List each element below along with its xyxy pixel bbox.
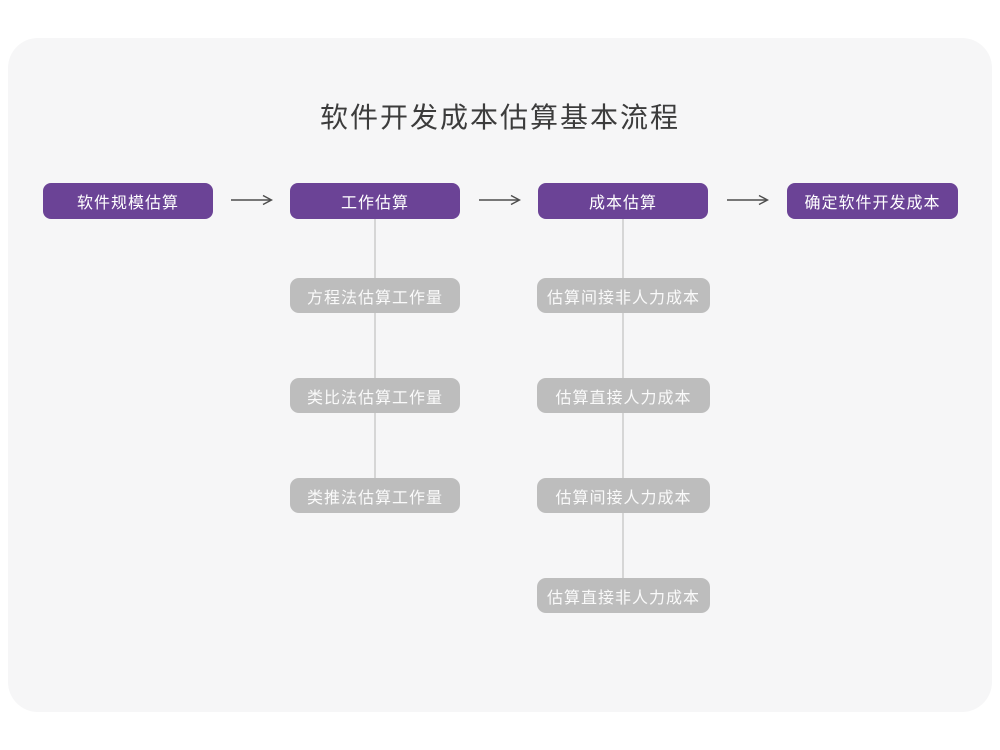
step-software-scale-estimation: 软件规模估算 <box>43 183 213 219</box>
arrow-right-icon <box>479 194 521 206</box>
method-equation-workload: 方程法估算工作量 <box>290 278 460 313</box>
step-determine-development-cost: 确定软件开发成本 <box>787 183 958 219</box>
diagram-card <box>8 38 992 712</box>
arrow-right-icon <box>231 194 273 206</box>
method-indirect-labor-cost: 估算间接人力成本 <box>537 478 710 513</box>
method-analogy-workload: 类比法估算工作量 <box>290 378 460 413</box>
method-indirect-nonlabor-cost: 估算间接非人力成本 <box>537 278 710 313</box>
step-work-estimation: 工作估算 <box>290 183 460 219</box>
work-methods-connector-line <box>374 219 376 496</box>
method-direct-nonlabor-cost: 估算直接非人力成本 <box>537 578 710 613</box>
diagram-title: 软件开发成本估算基本流程 <box>319 101 680 134</box>
step-cost-estimation: 成本估算 <box>538 183 708 219</box>
method-direct-labor-cost: 估算直接人力成本 <box>537 378 710 413</box>
method-extrapolation-workload: 类推法估算工作量 <box>290 478 460 513</box>
arrow-right-icon <box>727 194 769 206</box>
